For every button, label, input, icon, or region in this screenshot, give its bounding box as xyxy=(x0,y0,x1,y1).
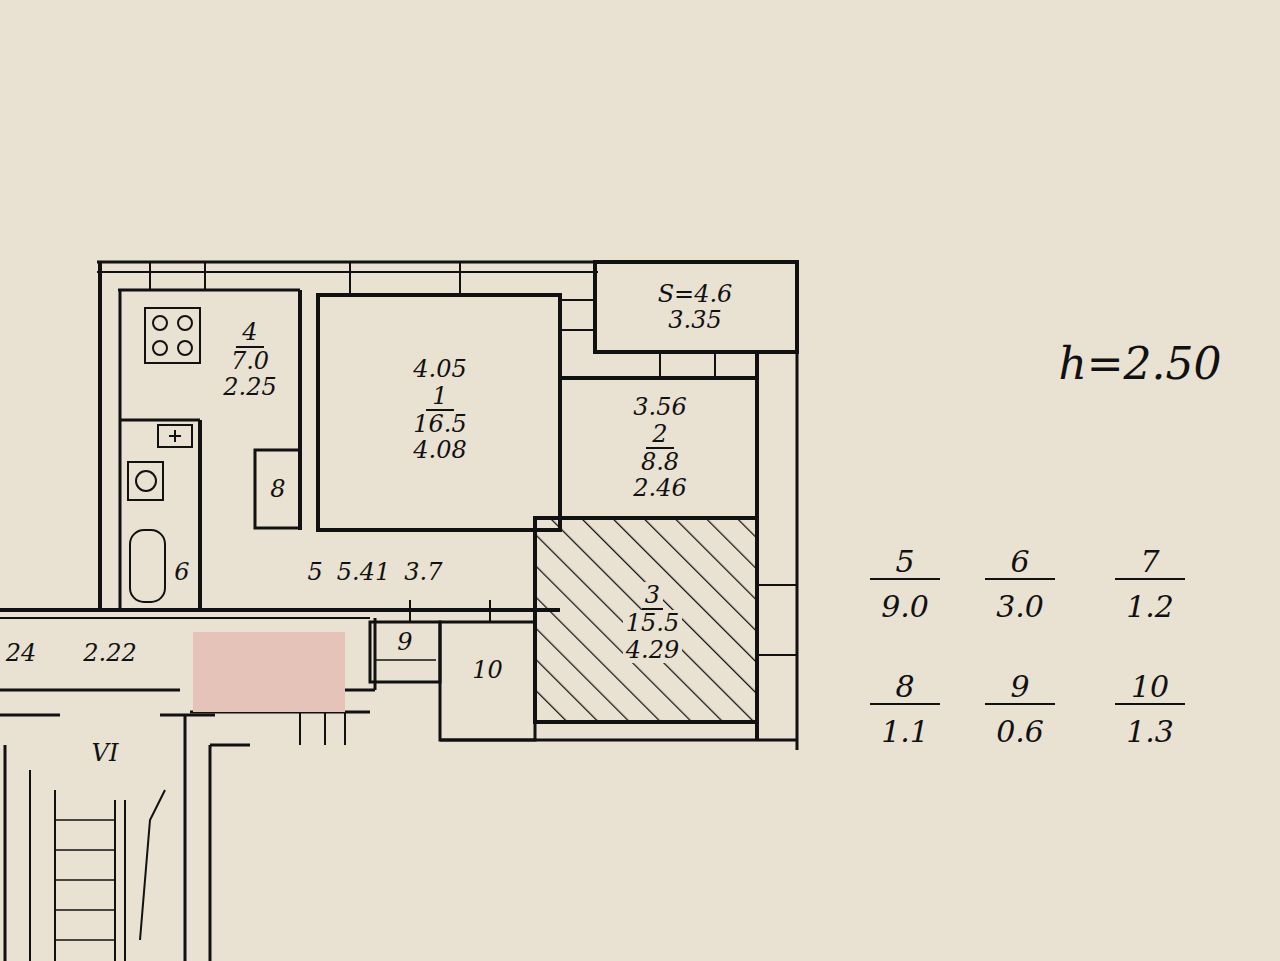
room-dimension: 10 xyxy=(472,657,503,683)
plan-label: 3.0 xyxy=(985,590,1055,623)
room-dimension: 4.08 xyxy=(413,437,466,463)
plan-label: 2.22 xyxy=(70,640,150,666)
room-number: 1 xyxy=(426,383,453,411)
room-dimension: 3.7 xyxy=(404,559,442,585)
room-label-area: 315.54.29 xyxy=(560,530,745,715)
room-label-area: 47.02.25 xyxy=(205,300,295,420)
plan-label: 1.3 xyxy=(1115,715,1185,748)
room-dimension: 2.46 xyxy=(633,475,686,501)
plan-label: 9.0 xyxy=(870,590,940,623)
area-table-room: 7 xyxy=(1115,545,1185,580)
plan-label: VI xyxy=(80,740,130,766)
room-label-area: 8 xyxy=(258,455,298,523)
room-dimension: 3.56 xyxy=(633,394,686,420)
plan-label: 1.2 xyxy=(1115,590,1185,623)
room-dimension: 4.05 xyxy=(413,356,466,382)
room-dimension: 15.5 xyxy=(623,610,682,636)
room-number: 2 xyxy=(646,421,673,449)
room-dimension: 2.25 xyxy=(223,374,276,400)
room-number: 3 xyxy=(642,582,663,610)
room-dimension: 8.8 xyxy=(641,449,679,475)
room-label-area: 6 xyxy=(166,545,198,600)
area-table-room: 5 xyxy=(870,545,940,580)
area-table-room: 8 xyxy=(870,670,940,705)
room-dimension: 5 xyxy=(308,559,323,585)
room-label-area: 3.5628.82.46 xyxy=(568,382,752,514)
area-table-room: 6 xyxy=(985,545,1055,580)
room-dimension: 4.29 xyxy=(623,637,682,663)
room-dimension: S=4.6 xyxy=(658,281,733,307)
plan-label: h=2.50 xyxy=(1010,340,1270,388)
room-label-area: 5 5.41 3.7 xyxy=(205,540,545,605)
room-dimension: 6 xyxy=(174,559,189,585)
room-label-area: 4.05116.54.08 xyxy=(330,300,550,520)
area-table-room: 9 xyxy=(985,670,1055,705)
room-dimension: 5.41 xyxy=(337,559,390,585)
room-dimension: 16.5 xyxy=(413,411,466,437)
plan-label: 1.1 xyxy=(870,715,940,748)
plan-label: 24 xyxy=(4,640,38,666)
area-table-room: 10 xyxy=(1115,670,1185,705)
room-label-area: 9 xyxy=(372,625,438,659)
room-number: 4 xyxy=(236,319,263,347)
room-dimension: 3.35 xyxy=(668,307,721,333)
room-label-area: S=4.63.35 xyxy=(600,266,790,348)
room-dimension: 7.0 xyxy=(231,348,269,374)
room-dimension: 9 xyxy=(397,629,412,655)
room-dimension: 8 xyxy=(270,476,285,502)
plan-label: 0.6 xyxy=(985,715,1055,748)
room-label-area: 10 xyxy=(445,640,530,700)
